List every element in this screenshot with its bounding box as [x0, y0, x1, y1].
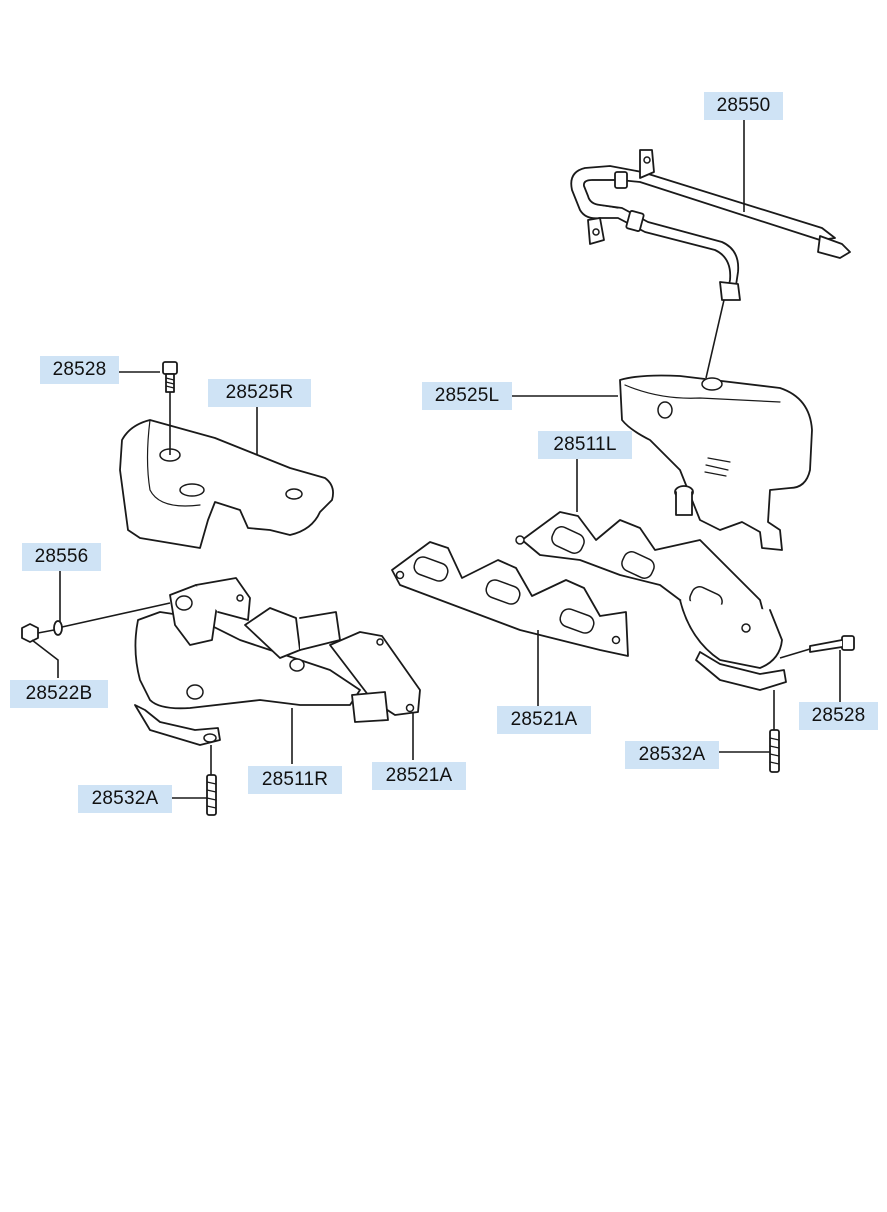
washer-and-nut-left	[21, 602, 171, 643]
callout-28532A-left[interactable]: 28532A	[78, 785, 172, 813]
leader-lines	[31, 120, 841, 799]
callout-28511R[interactable]: 28511R	[248, 766, 342, 794]
callout-28511L[interactable]: 28511L	[538, 431, 632, 459]
callout-28521A-right[interactable]: 28521A	[497, 706, 591, 734]
stud-28532A-right	[769, 690, 780, 773]
callout-28556[interactable]: 28556	[22, 543, 101, 571]
callout-28528-left[interactable]: 28528	[40, 356, 119, 384]
bolt-28528-left	[162, 361, 178, 455]
callout-28522B[interactable]: 28522B	[10, 680, 108, 708]
heat-shield-28525L	[619, 374, 813, 551]
pipe-assembly-28550	[570, 149, 851, 301]
heat-shield-28525R	[119, 419, 334, 549]
callout-28550[interactable]: 28550	[704, 92, 783, 120]
callout-28525L[interactable]: 28525L	[422, 382, 512, 410]
gasket-28521A-right	[391, 541, 629, 657]
exhaust-manifold-28511R	[134, 577, 421, 746]
stud-28532A-left	[206, 745, 217, 816]
callout-28528-right[interactable]: 28528	[799, 702, 878, 730]
callout-28525R[interactable]: 28525R	[208, 379, 311, 407]
callout-28532A-right[interactable]: 28532A	[625, 741, 719, 769]
callout-28521A-left[interactable]: 28521A	[372, 762, 466, 790]
bolt-28528-right	[779, 635, 855, 659]
exhaust-manifold-28511L	[515, 485, 787, 691]
